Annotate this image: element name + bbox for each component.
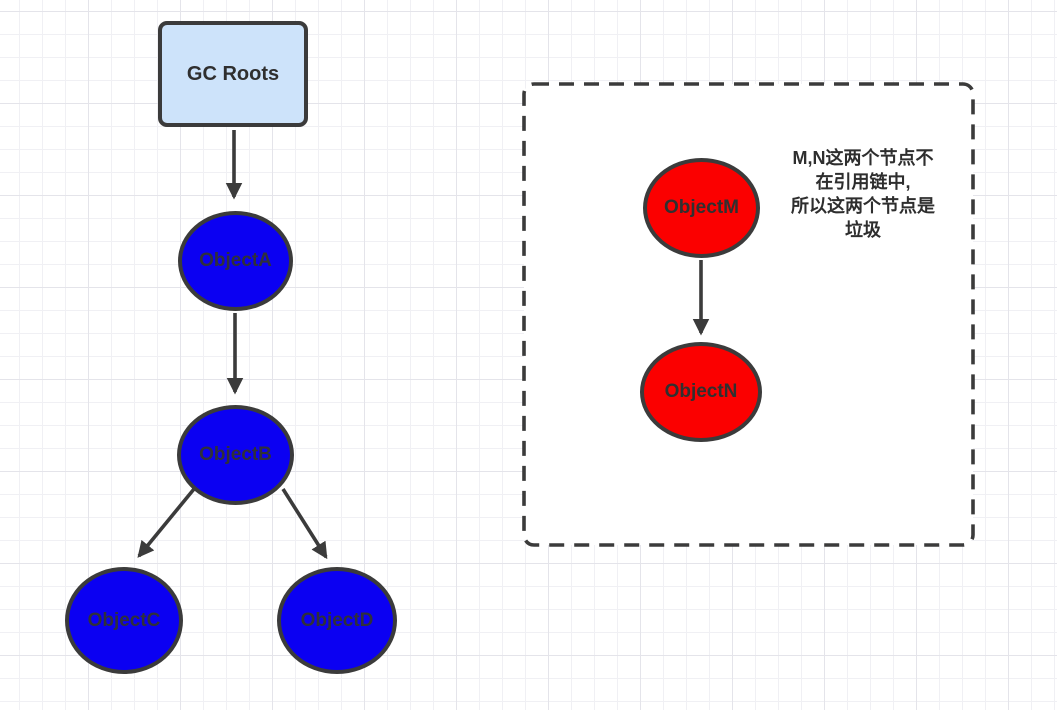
edge-objectm-to-objectd — [281, 488, 328, 560]
node-objectm-label: ObjectM — [664, 197, 739, 218]
node-objectn-label: ObjectN — [664, 381, 738, 402]
node-objectd: ObjectD — [277, 567, 397, 674]
edge-objectb-to-objectc — [137, 487, 196, 558]
node-objectb-label: ObjectB — [199, 444, 272, 465]
garbage-annotation: M,N这两个节点不 在引用链中, 所以这两个节点是 垃圾 — [768, 146, 958, 242]
node-objectn: ObjectN — [640, 342, 762, 442]
node-objecta-label: ObjectA — [199, 250, 272, 271]
node-objectb: ObjectB — [177, 405, 294, 505]
garbage-annotation-line-2: 在引用链中, — [815, 172, 911, 192]
garbage-annotation-line-3: 所以这两个节点是 — [791, 196, 935, 216]
node-objectd-label: ObjectD — [300, 609, 374, 631]
garbage-annotation-line-4: 垃圾 — [845, 220, 881, 240]
node-objectc: ObjectC — [65, 567, 183, 674]
garbage-annotation-line-1: M,N这两个节点不 — [792, 148, 934, 168]
garbage-region-dashed-box — [522, 82, 975, 547]
node-gc-roots: GC Roots — [158, 21, 308, 127]
node-gc-roots-label: GC Roots — [186, 62, 280, 85]
node-objectm: ObjectM — [643, 158, 760, 258]
node-objecta: ObjectA — [178, 211, 293, 311]
node-objectc-label: ObjectC — [87, 609, 161, 631]
